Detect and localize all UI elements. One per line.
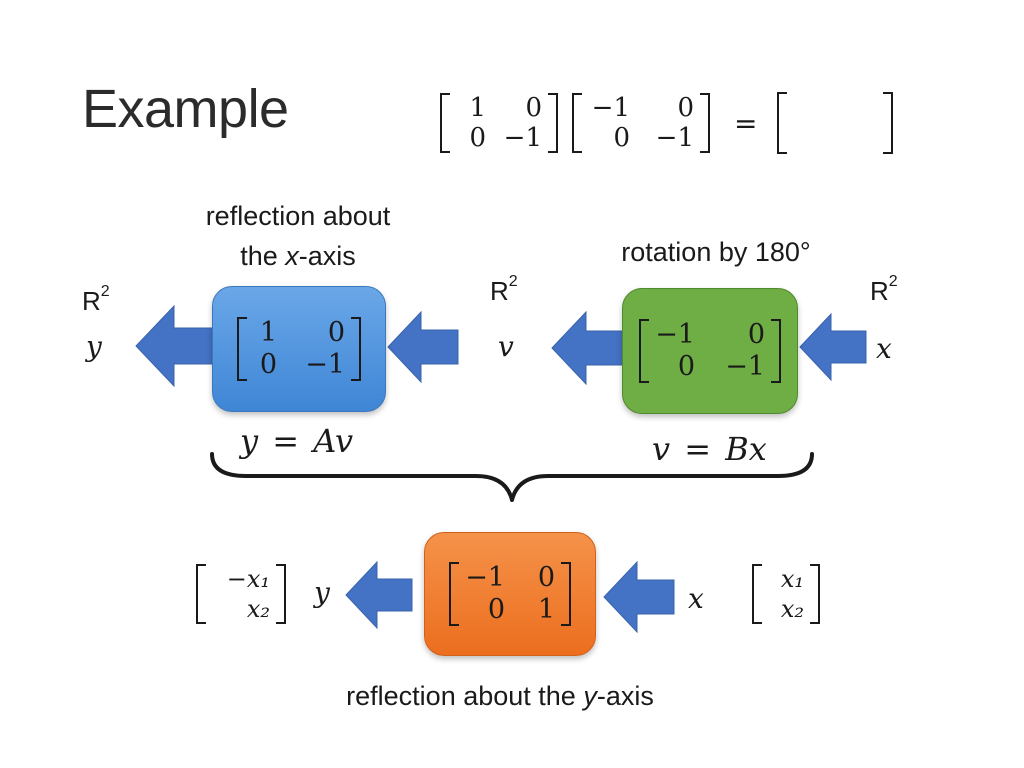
matrix-entry: 0 xyxy=(259,349,277,380)
arrow-left-icon xyxy=(799,312,867,382)
matrix-entry: 0 xyxy=(487,594,505,625)
matrix-entry: −1 xyxy=(503,123,542,153)
matrix-entry: 0 xyxy=(747,319,765,350)
top-matrix-a: 1 0 0 −1 xyxy=(440,93,558,153)
matrix-entry: 0 xyxy=(537,562,555,593)
r2-label-middle: R2 xyxy=(490,273,518,306)
input-vector: x₁ x₂ xyxy=(752,564,820,629)
matrix-c: −1 0 0 1 xyxy=(449,562,571,626)
equals-sign: = xyxy=(734,106,758,140)
matrix-b-box: −1 0 0 −1 xyxy=(622,288,798,414)
arrow-left-icon xyxy=(345,560,413,630)
vector-entry: x₂ xyxy=(780,595,804,623)
curly-brace xyxy=(210,452,814,502)
var-y-bottom: y xyxy=(314,576,330,609)
vector-entry: x₂ xyxy=(246,595,270,623)
var-y-top: y xyxy=(86,330,102,363)
matrix-entry: 0 xyxy=(469,123,486,153)
matrix-c-box: −1 0 0 1 xyxy=(424,532,596,656)
equation-v-bx: v = Bx xyxy=(652,430,767,468)
matrix-entry: −1 xyxy=(591,93,630,123)
matrix-a-box: 1 0 0 −1 xyxy=(212,286,386,412)
r2-label-right: R2 xyxy=(870,273,898,306)
matrix-entry: −1 xyxy=(655,319,695,350)
matrix-entry: 0 xyxy=(613,123,630,153)
matrix-a: 1 0 0 −1 xyxy=(237,317,361,381)
r2-label-left: R2 xyxy=(82,283,110,316)
arrow-left-icon xyxy=(387,310,459,384)
reflection-y-label: reflection about the y-axis xyxy=(346,681,654,711)
matrix-entry: 0 xyxy=(677,351,695,382)
matrix-entry: −1 xyxy=(655,123,694,153)
arrow-left-icon xyxy=(551,310,625,386)
matrix-entry: −1 xyxy=(725,351,765,382)
vector-entry: x₁ xyxy=(780,565,804,593)
matrix-entry: 1 xyxy=(537,594,555,625)
matrix-entry: 1 xyxy=(469,93,486,123)
matrix-entry: 0 xyxy=(525,93,542,123)
equation-y-av: y = Av xyxy=(240,422,354,460)
matrix-entry: 0 xyxy=(677,93,694,123)
var-x-top: x xyxy=(876,332,892,365)
rotation-label: rotation by 180° xyxy=(621,237,811,267)
var-x-bottom: x xyxy=(688,582,704,615)
empty-result-matrix xyxy=(777,92,894,154)
matrix-entry: −1 xyxy=(305,349,345,380)
matrix-b: −1 0 0 −1 xyxy=(639,319,781,383)
reflection-x-label: reflection about the x-axis xyxy=(205,201,391,271)
matrix-entry: 0 xyxy=(327,317,345,348)
arrow-left-icon xyxy=(603,560,675,634)
output-vector: −x₁ x₂ xyxy=(196,564,286,629)
vector-entry: −x₁ xyxy=(226,565,270,593)
top-matrix-b: −1 0 0 −1 xyxy=(572,93,710,153)
top-equation: 1 0 0 −1 −1 0 0 −1 = xyxy=(440,92,894,154)
var-v: v xyxy=(498,330,514,363)
slide-title: Example xyxy=(82,79,289,139)
matrix-entry: 1 xyxy=(259,317,277,348)
arrow-left-icon xyxy=(135,304,217,388)
matrix-entry: −1 xyxy=(465,562,505,593)
